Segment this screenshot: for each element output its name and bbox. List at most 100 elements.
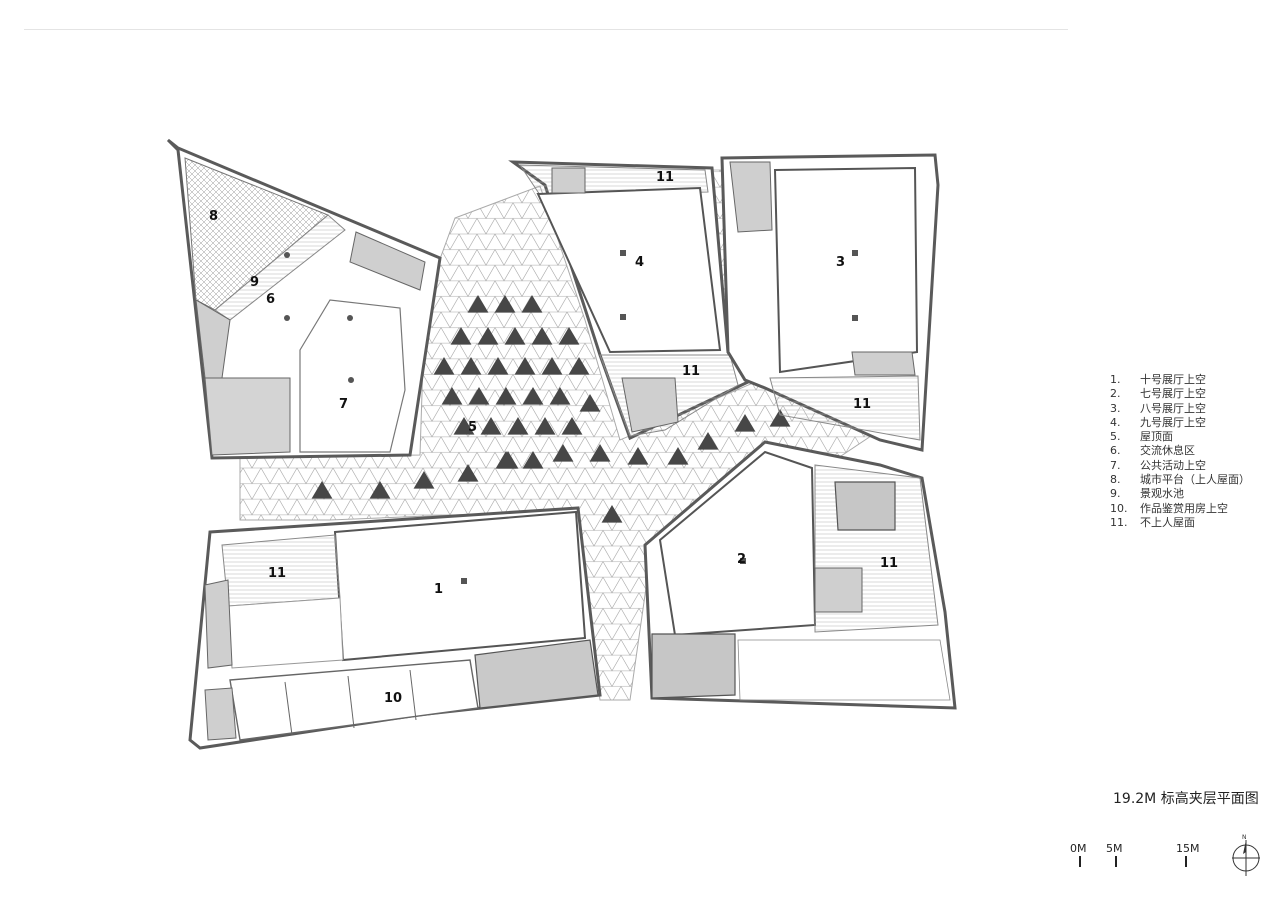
legend-item-text: 屋顶面 xyxy=(1140,430,1173,444)
legend-item: 9. 景观水池 xyxy=(1110,487,1250,501)
zone-label-2: 2 xyxy=(737,552,746,567)
legend-item: 5. 屋顶面 xyxy=(1110,430,1250,444)
legend-item-number: 5. xyxy=(1110,430,1121,444)
legend-item-number: 9. xyxy=(1110,487,1121,501)
skylight-triangle xyxy=(504,327,526,345)
skylight-triangle xyxy=(369,481,391,499)
skylight-triangle xyxy=(441,387,463,405)
skylight-triangle xyxy=(311,481,333,499)
skylight-triangle xyxy=(534,417,556,435)
skylight-triangle xyxy=(667,447,689,465)
floor-plan: 8 9 6 7 5 4 3 2 1 10 11 11 11 11 11 xyxy=(166,138,957,750)
block-4 xyxy=(508,160,751,441)
zone-label-11: 11 xyxy=(682,364,700,379)
skylight-triangle xyxy=(734,414,756,432)
block-1 xyxy=(188,506,602,750)
skylight-triangle xyxy=(521,295,543,313)
legend-item-text: 城市平台（上人屋面） xyxy=(1140,473,1250,487)
legend-item: 2. 七号展厅上空 xyxy=(1110,387,1250,401)
legend-item: 6.交流休息区 xyxy=(1110,444,1250,458)
zone-label-7: 7 xyxy=(339,397,348,412)
skylight-triangle xyxy=(494,295,516,313)
zone-label-8: 8 xyxy=(209,209,218,224)
zone-label-10: 10 xyxy=(384,691,402,706)
skylight-triangle xyxy=(413,471,435,489)
scale-tick-5m xyxy=(1115,856,1117,867)
skylight-triangle xyxy=(457,464,479,482)
skylight-triangle xyxy=(514,357,536,375)
skylight-triangle xyxy=(497,451,519,469)
skylight-triangle xyxy=(522,387,544,405)
scale-label-0m: 0M xyxy=(1070,842,1087,855)
legend-item: 8. 城市平台（上人屋面） xyxy=(1110,473,1250,487)
legend-item-text: 十号展厅上空 xyxy=(1140,373,1206,386)
skylight-triangle xyxy=(589,444,611,462)
legend-item-number: 3. xyxy=(1110,401,1121,415)
legend-item-number: 1. xyxy=(1110,373,1121,386)
legend-item-text: 九号展厅上空 xyxy=(1140,415,1206,429)
legend-item-number: 4. xyxy=(1110,415,1121,429)
legend-item-number: 11. xyxy=(1110,515,1128,529)
skylight-triangle xyxy=(468,387,490,405)
skylight-triangle xyxy=(558,327,580,345)
skylight-triangle xyxy=(561,417,583,435)
skylight-triangle xyxy=(531,327,553,345)
skylight-triangle xyxy=(601,505,623,523)
zone-label-11: 11 xyxy=(853,397,871,412)
block-2 xyxy=(643,440,957,710)
north-arrow-icon: N xyxy=(1232,834,1260,876)
drawing-title: 19.2M 标高夹层平面图 xyxy=(1113,791,1259,807)
skylight-triangle xyxy=(552,444,574,462)
skylight-triangle xyxy=(453,417,475,435)
zone-label-4: 4 xyxy=(635,255,644,270)
legend-item-text: 公共活动上空 xyxy=(1140,458,1206,472)
legend-item-text: 交流休息区 xyxy=(1140,444,1195,458)
block-3 xyxy=(720,153,940,452)
skylight-triangle xyxy=(495,387,517,405)
skylight-triangle xyxy=(467,295,489,313)
skylight-triangle xyxy=(460,357,482,375)
scale-tick-15m xyxy=(1185,856,1187,867)
skylight-triangle xyxy=(697,432,719,450)
skylight-triangle xyxy=(579,394,601,412)
skylight-triangle xyxy=(549,387,571,405)
zone-label-6: 6 xyxy=(266,292,275,307)
zone-label-11: 11 xyxy=(268,566,286,581)
legend-item-text: 作品鉴赏用房上空 xyxy=(1140,501,1228,515)
legend-item-text: 不上人屋面 xyxy=(1140,515,1195,529)
legend-item-number: 2. xyxy=(1110,387,1121,401)
zone-label-1: 1 xyxy=(434,582,443,597)
skylight-triangles xyxy=(311,295,791,523)
skylight-triangle xyxy=(541,357,563,375)
skylight-triangle xyxy=(477,327,499,345)
zone-label-11: 11 xyxy=(656,170,674,185)
scale-label-5m: 5M xyxy=(1106,842,1123,855)
legend-item: 3.八号展厅上空 xyxy=(1110,402,1250,416)
zone-label-9: 9 xyxy=(250,275,259,290)
skylight-triangle xyxy=(433,357,455,375)
north-label: N xyxy=(1242,834,1247,841)
scale-tick-0m xyxy=(1079,856,1081,867)
zone-label-3: 3 xyxy=(836,255,845,270)
zone-label-5: 5 xyxy=(468,420,477,435)
skylight-triangle xyxy=(568,357,590,375)
skylight-triangle xyxy=(522,451,544,469)
legend-item: 7. 公共活动上空 xyxy=(1110,459,1250,473)
skylight-triangle xyxy=(627,447,649,465)
legend-item: 10. 作品鉴赏用房上空 xyxy=(1110,502,1250,516)
legend-item-text: 七号展厅上空 xyxy=(1140,387,1206,401)
legend-item-number: 10. xyxy=(1110,501,1128,515)
skylight-triangle xyxy=(769,409,791,427)
skylight-triangle xyxy=(507,417,529,435)
legend-item-number: 8. xyxy=(1110,473,1121,487)
legend-item-text: 景观水池 xyxy=(1140,487,1184,501)
top-rule xyxy=(24,29,1068,30)
block-a xyxy=(166,138,442,460)
legend-item: 4. 九号展厅上空 xyxy=(1110,416,1250,430)
skylight-triangle xyxy=(450,327,472,345)
skylight-triangle xyxy=(487,357,509,375)
zone-label-11: 11 xyxy=(880,556,898,571)
scale-label-15m: 15M xyxy=(1176,842,1200,855)
legend-item-number: 7. xyxy=(1110,458,1121,472)
